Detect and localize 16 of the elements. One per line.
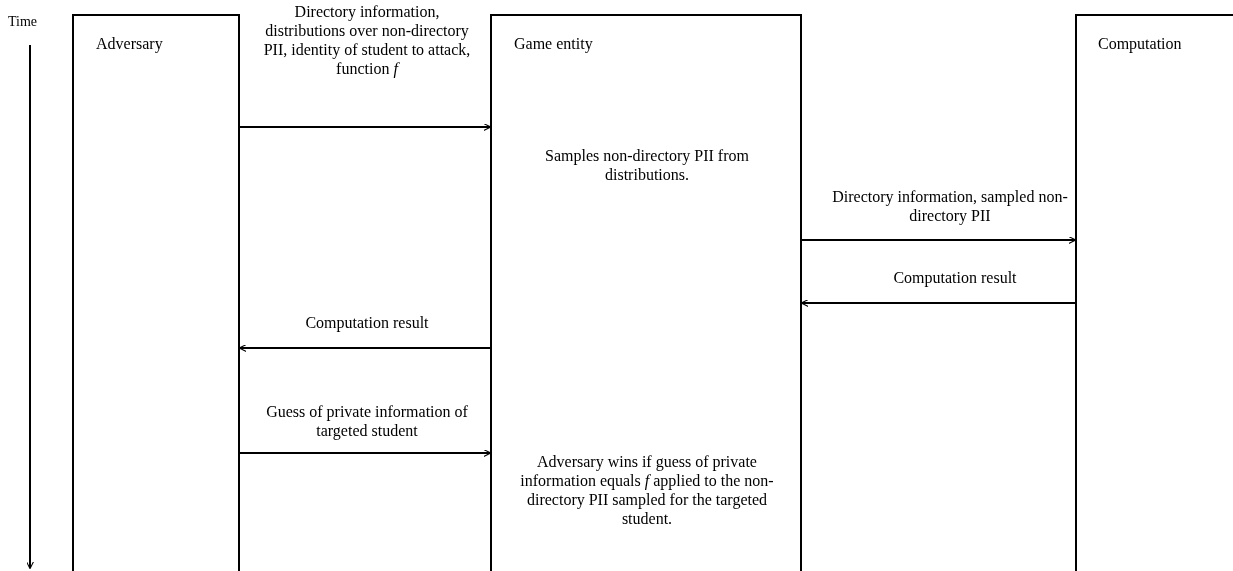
participant-title: Game entity bbox=[514, 34, 594, 53]
participant-title: Adversary bbox=[96, 34, 164, 53]
edge-label: Directory information, sampled non-directory PII bbox=[830, 187, 1070, 225]
arrow bbox=[801, 236, 1077, 245]
participant-box bbox=[1075, 14, 1233, 571]
axis-label: Time bbox=[8, 13, 38, 31]
arrow bbox=[238, 344, 491, 353]
arrow bbox=[800, 299, 1076, 307]
arrow bbox=[239, 123, 492, 132]
arrow bbox=[239, 449, 492, 458]
participant-box bbox=[490, 14, 802, 571]
edge-label: Directory information, distributions over non-directory PII, identity of student to attack, function f bbox=[262, 2, 472, 78]
participant-box bbox=[72, 14, 240, 571]
step-note: Adversary wins if guess of private information equals f applied to the non-directory PII sampled for the targeted student. bbox=[519, 452, 775, 528]
participant-title: Computation bbox=[1098, 34, 1183, 53]
step-note: Samples non-directory PII from distributions. bbox=[544, 146, 750, 184]
